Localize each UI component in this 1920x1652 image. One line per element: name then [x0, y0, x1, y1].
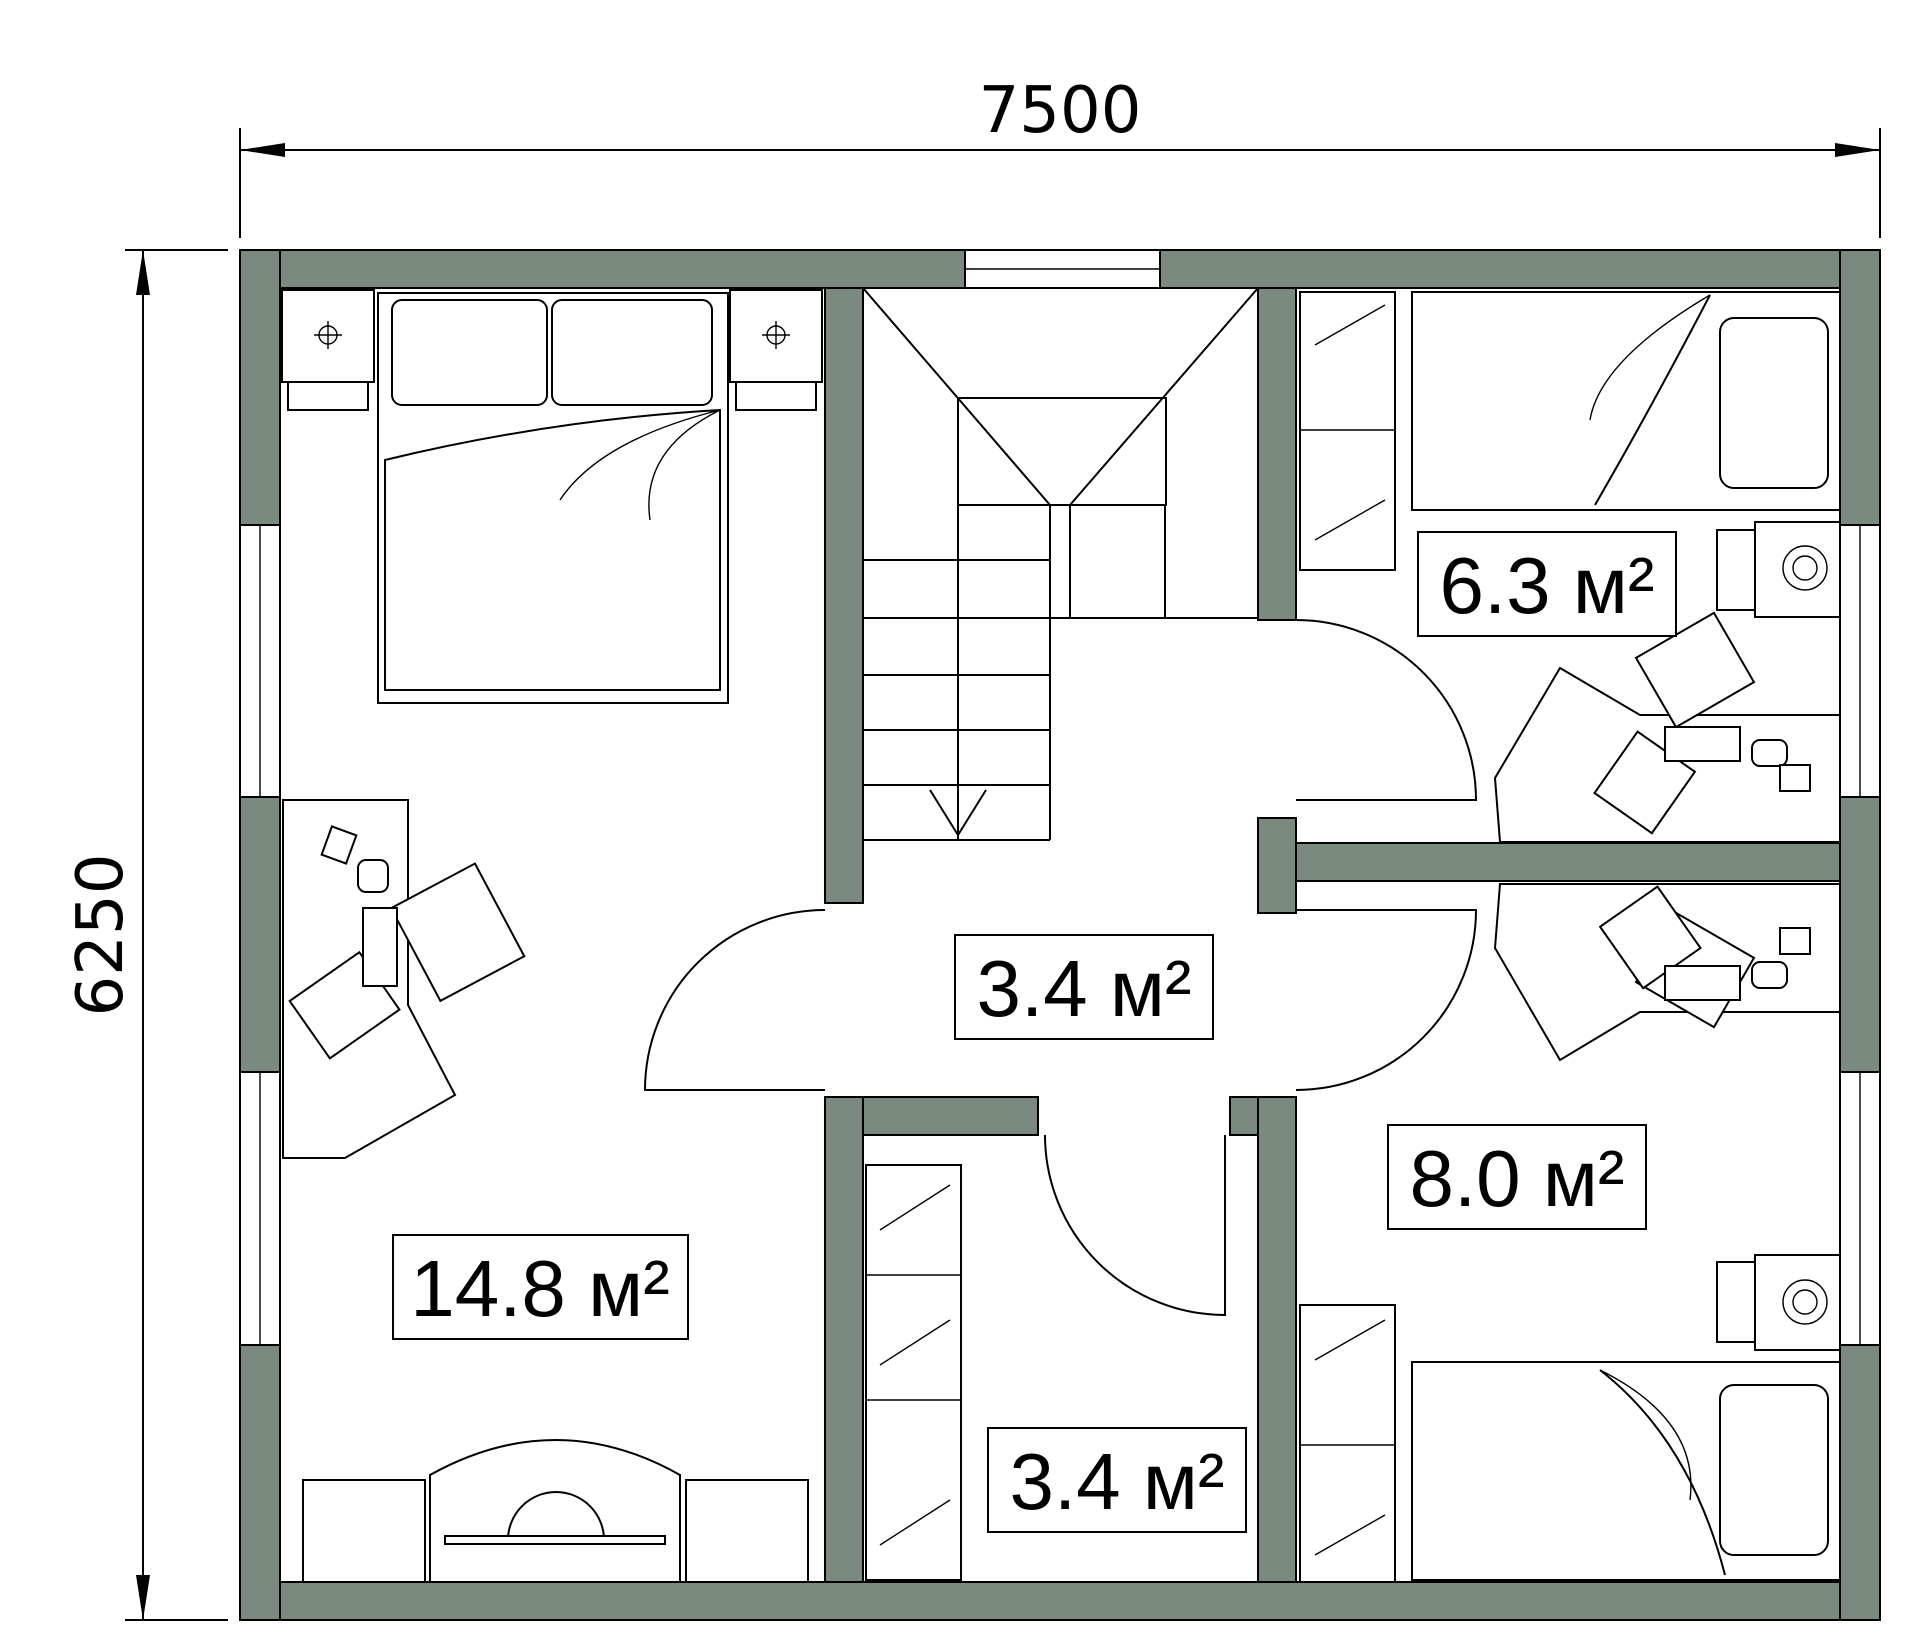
dimension-width-label: 7500	[979, 74, 1142, 148]
room-area-closet: 3.4 м²	[1009, 1437, 1224, 1526]
walls	[239, 249, 1881, 1621]
nightstand-right	[729, 289, 823, 411]
wardrobe-bottom-right	[1299, 1304, 1396, 1583]
corner-desk-top	[1493, 611, 1841, 843]
room-label-master: 14.8 м²	[392, 1234, 689, 1340]
closet-wardrobe	[865, 1164, 962, 1581]
room-label-closet: 3.4 м²	[987, 1427, 1247, 1533]
corner-desk-left	[282, 799, 526, 1159]
single-bed-bottom	[1411, 1361, 1841, 1581]
room-label-hall: 3.4 м²	[954, 934, 1214, 1040]
dresser-set	[302, 1439, 809, 1583]
room-area-hall: 3.4 м²	[976, 944, 1191, 1033]
single-bed-top	[1411, 291, 1841, 511]
room-label-small: 6.3 м²	[1417, 531, 1677, 637]
room-area-master: 14.8 м²	[410, 1244, 670, 1333]
wardrobe-top-right	[1299, 291, 1396, 571]
nightstand-left	[281, 289, 375, 411]
corner-desk-bottom	[1493, 883, 1841, 1062]
doors	[643, 619, 1478, 1317]
room-area-small: 6.3 м²	[1439, 541, 1654, 630]
side-table-fan-bottom	[1716, 1254, 1841, 1351]
windows	[239, 249, 1881, 1346]
dimension-height: 6250	[64, 249, 228, 1621]
dimension-height-label: 6250	[64, 854, 138, 1017]
side-table-fan-top	[1716, 521, 1841, 618]
dimension-width: 7500	[239, 74, 1881, 238]
room-label-right: 8.0 м²	[1387, 1124, 1647, 1230]
staircase	[862, 287, 1259, 841]
room-area-right: 8.0 м²	[1409, 1134, 1624, 1223]
double-bed	[377, 292, 729, 704]
